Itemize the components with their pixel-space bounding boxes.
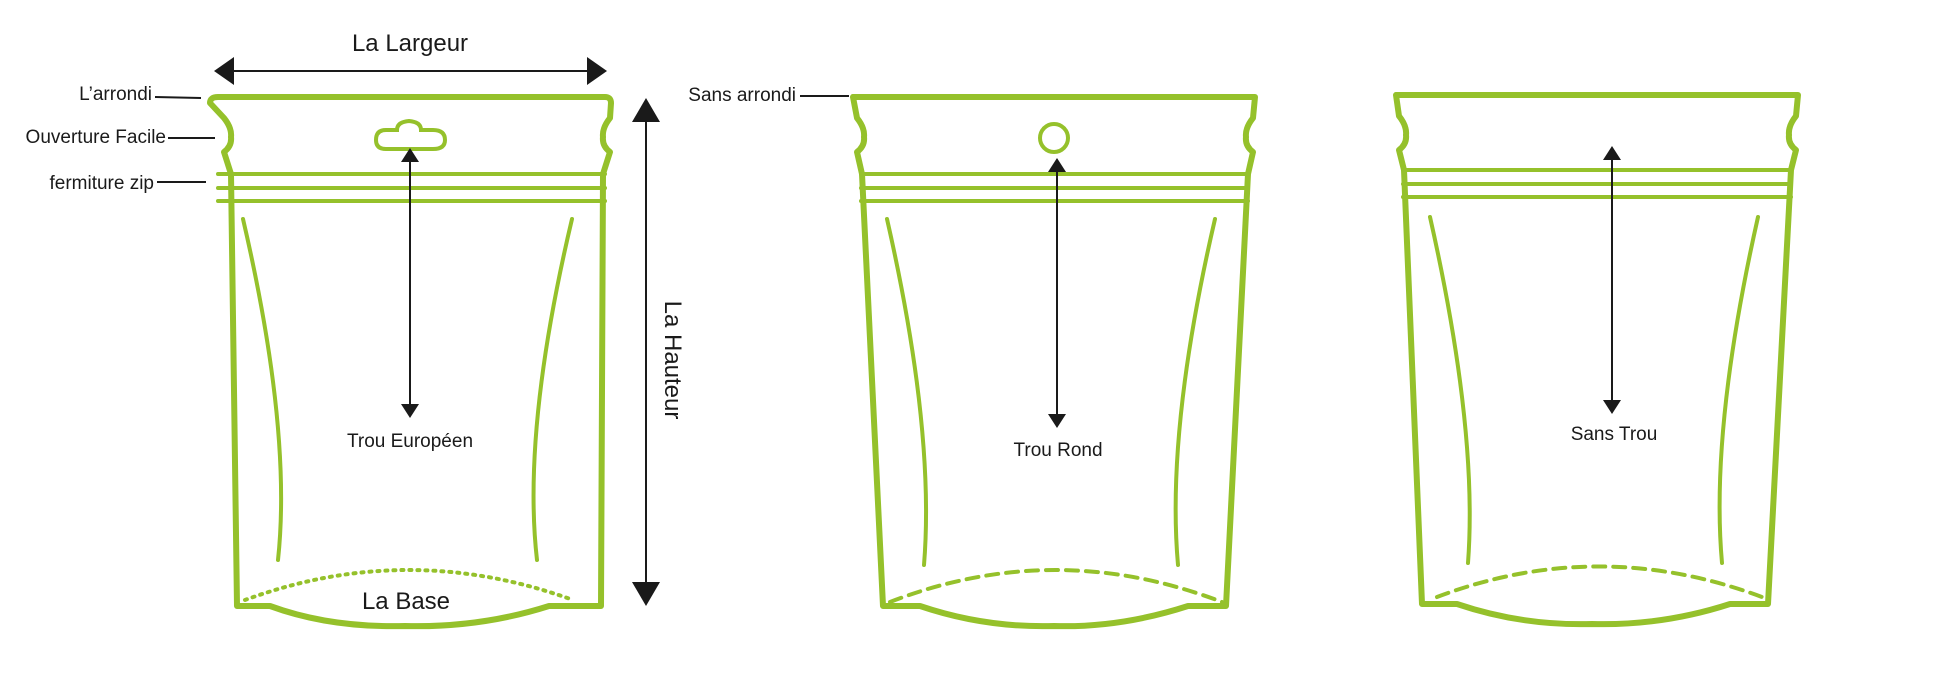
hole-label-none: Sans Trou <box>1571 424 1658 445</box>
base-dotted-line <box>243 568 575 602</box>
pouch-round-hole <box>850 94 1258 630</box>
callout-zip: fermiture zip <box>49 173 154 194</box>
leader-rounded <box>154 96 202 99</box>
side-fold-left <box>1428 215 1472 565</box>
width-label: La Largeur <box>352 30 468 57</box>
round-hole <box>1038 122 1070 154</box>
base-dashed-line <box>888 568 1224 604</box>
hole-arrow-none <box>1603 146 1621 414</box>
height-arrow <box>632 98 660 606</box>
pouch-outline <box>850 94 1258 630</box>
base-dashed-line <box>1435 564 1764 599</box>
width-arrow <box>214 57 607 85</box>
pouch-outline <box>1393 92 1801 628</box>
pouch-no-hole <box>1393 92 1801 628</box>
hole-arrow-round <box>1048 158 1066 428</box>
side-fold-right <box>531 217 574 562</box>
euro-slot-hole <box>373 118 448 151</box>
side-fold-left <box>241 217 284 562</box>
callout-easy-open: Ouverture Facile <box>26 127 166 148</box>
pouch-outline <box>207 94 614 630</box>
side-fold-left <box>885 217 929 567</box>
side-fold-right <box>1717 215 1760 565</box>
pouch-euro-hole <box>207 94 614 630</box>
hole-label-round: Trou Rond <box>1013 440 1102 461</box>
callout-no-round: Sans arrondi <box>688 85 796 106</box>
hole-arrow-euro <box>401 148 419 418</box>
side-fold-right <box>1173 217 1217 567</box>
callout-rounded: L’arrondi <box>79 84 152 105</box>
height-label: La Hauteur <box>659 301 686 420</box>
hole-label-euro: Trou Européen <box>347 431 473 452</box>
base-label: La Base <box>362 588 450 615</box>
